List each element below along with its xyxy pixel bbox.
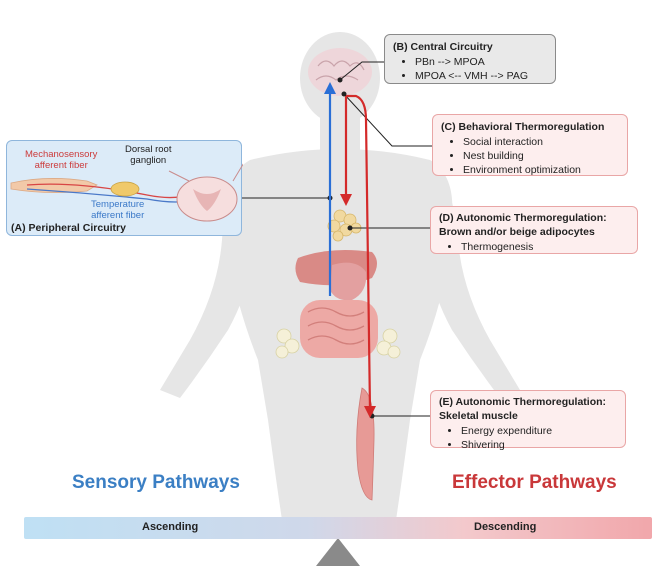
leader-central	[339, 61, 385, 81]
brain	[308, 48, 372, 96]
muscle-title-line2: Skeletal muscle	[439, 410, 518, 422]
behavioral-thermoregulation-box: (C) Behavioral Thermoregulation Social i…	[432, 114, 628, 176]
central-circuitry-box: (B) Central Circuitry PBn --> MPOA MPOA …	[384, 34, 556, 84]
muscle-item: Shivering	[461, 438, 617, 452]
central-circuitry-title: (B) Central Circuitry	[393, 41, 493, 53]
sensory-pathways-label: Sensory Pathways	[72, 472, 240, 493]
drg-label: Dorsal root ganglion	[125, 144, 172, 166]
autonomic-adipocytes-box: (D) Autonomic Thermoregulation: Brown an…	[430, 206, 638, 254]
central-item: PBn --> MPOA	[415, 55, 547, 69]
behavioral-item: Social interaction	[463, 135, 619, 149]
peripheral-illustration	[10, 163, 243, 222]
legs-silhouette	[282, 500, 396, 520]
peripheral-caption: (A) Peripheral Circuitry	[11, 222, 126, 234]
temperature-label: Temperature afferent fiber	[91, 199, 145, 221]
right-arm-silhouette	[422, 168, 520, 398]
peripheral-circuitry-panel: Mechanosensory afferent fiber Dorsal roo…	[6, 140, 243, 236]
ascending-label: Ascending	[142, 521, 199, 533]
descending-label: Descending	[474, 521, 537, 533]
adipocytes-title-line1: (D) Autonomic Thermoregulation:	[439, 212, 607, 224]
adipocytes-item: Thermogenesis	[461, 240, 629, 254]
effector-arrow-muscle	[346, 94, 372, 411]
central-item: MPOA <-- VMH --> PAG	[415, 69, 547, 83]
stomach	[330, 262, 367, 301]
neck-silhouette	[320, 115, 360, 150]
behavioral-item: Nest building	[463, 149, 619, 163]
ascending-descending-bar: Ascending Descending	[24, 517, 652, 539]
mechanosensory-label: Mechanosensory afferent fiber	[25, 149, 98, 171]
muscle-item: Energy expenditure	[461, 424, 617, 438]
autonomic-muscle-box: (E) Autonomic Thermoregulation: Skeletal…	[430, 390, 626, 451]
intestines	[300, 300, 378, 358]
behavioral-title: (C) Behavioral Thermoregulation	[441, 121, 605, 133]
muscle-title-line1: (E) Autonomic Thermoregulation:	[439, 396, 607, 408]
adipocytes-title-line2: Brown and/or beige adipocytes	[439, 226, 595, 238]
white-adipose	[275, 328, 401, 359]
behavioral-item: Environment optimization	[463, 163, 619, 177]
fulcrum-triangle	[316, 538, 360, 566]
leader-behavioral	[343, 93, 432, 147]
effector-pathways-label: Effector Pathways	[452, 472, 617, 493]
